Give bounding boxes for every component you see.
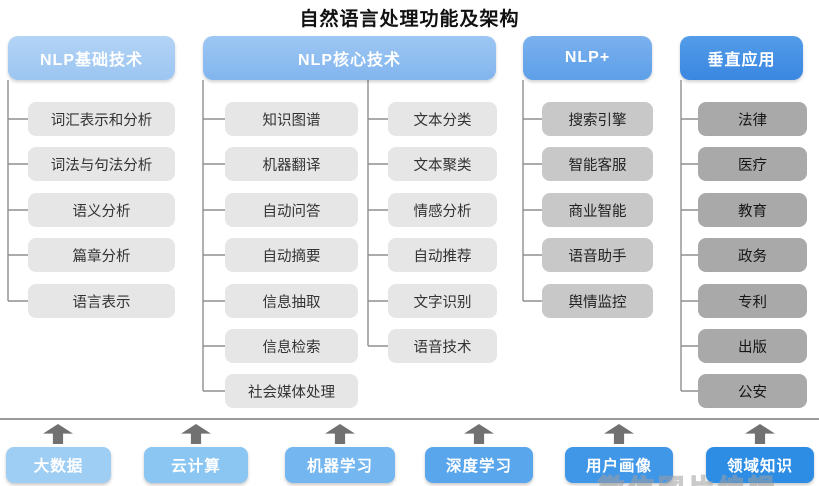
foundation-cloud-computing: 云计算 xyxy=(144,447,248,483)
up-arrow-icon xyxy=(604,424,634,444)
node-government: 政务 xyxy=(698,238,807,272)
node-search-engine: 搜索引擎 xyxy=(542,102,653,136)
node-auto-recommendation: 自动推荐 xyxy=(388,238,497,272)
node-question-answering: 自动问答 xyxy=(225,193,358,227)
header-nlp-plus: NLP+ xyxy=(523,36,652,80)
watermark: 微信图片编辑 xyxy=(597,469,819,486)
up-arrow-icon xyxy=(325,424,355,444)
node-knowledge-graph: 知识图谱 xyxy=(225,102,358,136)
header-nlp-core: NLP核心技术 xyxy=(203,36,496,80)
node-auto-summarization: 自动摘要 xyxy=(225,238,358,272)
node-medical: 医疗 xyxy=(698,147,807,181)
node-publishing: 出版 xyxy=(698,329,807,363)
node-lexical-syntax-analysis: 词法与句法分析 xyxy=(28,147,175,181)
foundation-domain-knowledge: 领域知识 xyxy=(706,447,814,483)
up-arrow-icon xyxy=(181,424,211,444)
node-patent: 专利 xyxy=(698,284,807,318)
foundation-machine-learning: 机器学习 xyxy=(285,447,395,483)
foundation-big-data: 大数据 xyxy=(6,447,111,483)
up-arrow-icon xyxy=(464,424,494,444)
node-opinion-monitoring: 舆情监控 xyxy=(542,284,653,318)
node-machine-translation: 机器翻译 xyxy=(225,147,358,181)
node-lexical-representation: 词汇表示和分析 xyxy=(28,102,175,136)
page-title: 自然语言处理功能及架构 xyxy=(299,9,520,30)
header-vertical-apps: 垂直应用 xyxy=(680,36,803,80)
node-law: 法律 xyxy=(698,102,807,136)
node-business-intelligence: 商业智能 xyxy=(542,193,653,227)
node-information-extraction: 信息抽取 xyxy=(225,284,358,318)
node-education: 教育 xyxy=(698,193,807,227)
foundation-deep-learning: 深度学习 xyxy=(425,447,533,483)
header-nlp-basic: NLP基础技术 xyxy=(8,36,175,80)
node-information-retrieval: 信息检索 xyxy=(225,329,358,363)
foundation-divider xyxy=(0,418,819,420)
node-public-security: 公安 xyxy=(698,374,807,408)
node-speech-technology: 语音技术 xyxy=(388,329,497,363)
node-language-representation: 语言表示 xyxy=(28,284,175,318)
node-text-clustering: 文本聚类 xyxy=(388,147,497,181)
foundation-user-profile: 用户画像 xyxy=(565,447,673,483)
up-arrow-icon xyxy=(43,424,73,444)
node-text-classification: 文本分类 xyxy=(388,102,497,136)
node-discourse-analysis: 篇章分析 xyxy=(28,238,175,272)
node-voice-assistant: 语音助手 xyxy=(542,238,653,272)
node-smart-customer-service: 智能客服 xyxy=(542,147,653,181)
node-ocr: 文字识别 xyxy=(388,284,497,318)
node-social-media-processing: 社会媒体处理 xyxy=(225,374,358,408)
node-semantic-analysis: 语义分析 xyxy=(28,193,175,227)
node-sentiment-analysis: 情感分析 xyxy=(388,193,497,227)
up-arrow-icon xyxy=(745,424,775,444)
